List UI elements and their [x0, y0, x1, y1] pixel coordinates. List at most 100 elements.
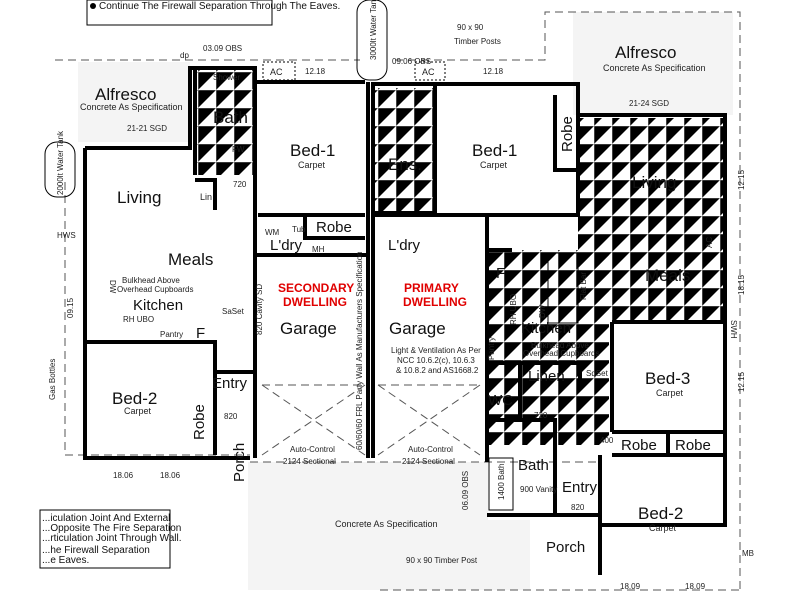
room-porch: Porch [231, 443, 248, 482]
primary-alfresco-area [573, 12, 733, 115]
label: 900 Vanity [520, 485, 557, 494]
room-robe: Robe [621, 437, 657, 454]
room-laundry: L'dry [270, 237, 303, 254]
window-label: 09.15 [66, 297, 75, 318]
label: 2000lt Water Tank [56, 130, 65, 195]
bullet-icon [90, 3, 96, 9]
room-linen: Lin [200, 192, 212, 202]
room-bed-2: Bed-2 [638, 504, 683, 523]
room-wc: WC [488, 392, 513, 409]
window-label: 18.09 [620, 582, 641, 591]
kitchen-island [547, 252, 579, 324]
label: & 10.8.2 and AS1668.2 [396, 366, 479, 375]
note-line: ...he Firewall Separation [42, 545, 150, 556]
window-label: 12.15 [737, 371, 746, 392]
room-garage: Garage [280, 319, 337, 338]
window-label: 12.15 [737, 169, 746, 190]
room-kitchen: Kitchen [521, 320, 571, 337]
eave-line [55, 11, 741, 590]
label: Bulkhead Above [122, 276, 180, 285]
room-alfresco: Alfresco [615, 43, 676, 62]
room-alfresco: Alfresco [95, 85, 156, 104]
room-bed-2: Bed-2 [112, 389, 157, 408]
label: 21-21 SGD [127, 124, 167, 133]
room-garage: Garage [389, 319, 446, 338]
label: Light & Ventilation As Per [391, 346, 481, 355]
window-label: 18.15 [737, 274, 746, 295]
label: MB [742, 549, 754, 558]
water-tank [44, 141, 76, 198]
label: RH UBO [123, 315, 154, 324]
primary-garage-door-swing [377, 384, 481, 456]
label: AC [422, 67, 435, 77]
eave-line [64, 182, 250, 456]
label: DW [108, 280, 117, 294]
room-bath: Bath [518, 457, 549, 474]
note-line: ...Opposite The Fire Separation [42, 523, 181, 534]
downpipe-label: dp [180, 51, 189, 60]
eave-line [250, 461, 740, 591]
door-label: 720 [233, 180, 247, 189]
label: 09.06 OBS [392, 57, 431, 66]
room-entry: Entry [562, 479, 598, 496]
label: Shower [213, 73, 240, 82]
room-meals: Meals [645, 266, 690, 285]
room-porch: Porch [546, 539, 585, 556]
label: SWH [729, 320, 738, 339]
label: 03.09 OBS [203, 44, 242, 53]
secondary-dwelling-label: DWELLING [283, 295, 347, 309]
primary-labels: 3000lt Water Tank 09.06 OBS AC 12.18 Ens… [335, 0, 754, 591]
label: 3000lt Water Tank [369, 0, 378, 60]
secondary-labels: Alfresco Concrete As Specification 21-21… [44, 44, 364, 482]
secondary-garage-door-swing [261, 384, 366, 456]
label: Pantry [160, 330, 183, 339]
door-label: 400 [600, 436, 614, 445]
label: 2124 Sectional [283, 457, 336, 466]
label: SaSet [222, 307, 245, 316]
secondary-alfresco-area [78, 62, 190, 142]
label: AC [705, 237, 714, 248]
label: Auto-Control [408, 445, 453, 454]
room-robe-2: Robe [191, 404, 208, 440]
label: Overhead Cupboards [523, 349, 600, 358]
label: Gas Bottles [48, 359, 57, 400]
door-label: 720 [534, 411, 548, 420]
party-wall [366, 82, 375, 458]
secondary-walls [83, 66, 368, 460]
label: Concrete As Specification [603, 63, 706, 73]
label: 2124 Sectional [402, 457, 455, 466]
door-label: 820 [224, 412, 238, 421]
label: Flat Bar [579, 272, 588, 300]
room-robe: Robe [316, 219, 352, 236]
label: AC [270, 67, 283, 77]
room-bed-3: Bed-3 [645, 369, 690, 388]
room-entry: Entry [212, 375, 248, 392]
label: Carpet [656, 388, 684, 398]
note-line: ...rticulation Joint Through Wall. [42, 533, 182, 544]
label: Carpet [298, 160, 326, 170]
room-bed-1: Bed-1 [472, 141, 517, 160]
ensuite-tiles [373, 88, 435, 213]
room-kitchen: Kitchen [133, 297, 183, 314]
label: 1400 Bath [497, 464, 506, 500]
label: 820 Cavity SD [255, 284, 264, 335]
room-bath: Bath [213, 108, 248, 127]
label: Carpet [124, 406, 152, 416]
label: Pantry [487, 337, 496, 360]
label: Carpet [649, 523, 677, 533]
room-ensuite: Ens. [388, 155, 422, 174]
label: 06.09 OBS [461, 471, 470, 510]
label: F [196, 325, 205, 342]
window-label: 12.18 [305, 67, 326, 76]
room-robe: Robe [675, 437, 711, 454]
window-label: 12.18 [483, 67, 504, 76]
label: 60/60/60 FRL Party Wall As Manufacturers… [355, 251, 364, 450]
window-label: 18.06 [113, 471, 134, 480]
label: Bulkhead Above [531, 341, 589, 350]
door-label: 820 [571, 503, 585, 512]
secondary-dwelling-label: SECONDARY [278, 281, 354, 295]
label: 21-24 SGD [629, 99, 669, 108]
primary-dwelling-label: DWELLING [403, 295, 467, 309]
room-bed-1: Bed-1 [290, 141, 335, 160]
bottom-note: ...iculation Joint And External ...Oppos… [42, 513, 182, 566]
